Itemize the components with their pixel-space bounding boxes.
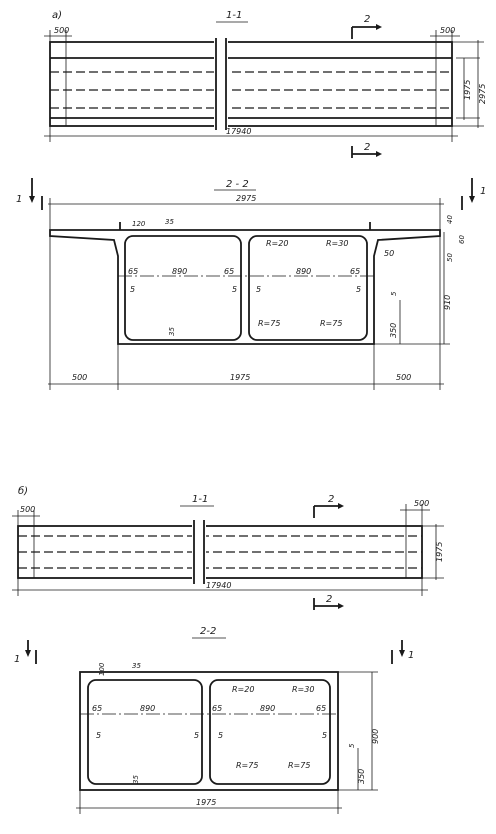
cut-mark-1-left-b: 1 — [14, 654, 20, 665]
dim-height-b: 1975 — [435, 542, 444, 562]
corner-radius-75-a-b: R=75 — [236, 761, 258, 770]
beam-outline-a — [49, 41, 453, 127]
dim-length-b: 17940 — [206, 581, 231, 590]
corner-radius-30-b: R=30 — [292, 685, 314, 694]
break-gap — [214, 38, 228, 130]
title-section-1-1: 1-1 — [226, 10, 242, 21]
dim-height-total: 910 — [443, 295, 452, 310]
box-section-outline — [79, 671, 339, 791]
dim-right-5: 5 — [390, 291, 398, 296]
label-part-a: а) — [52, 10, 62, 21]
part-a-plan: а) 1-1 500 500 2 2 — [44, 10, 487, 158]
dim-side-5-d-b: 5 — [322, 731, 327, 740]
dim-top-35: 35 — [165, 218, 174, 226]
dim-height-inner: 1975 — [463, 80, 472, 100]
label-part-b: б) — [18, 485, 28, 497]
dim-length-a: 17940 — [226, 127, 251, 136]
dim-side-5-a-b: 5 — [96, 731, 101, 740]
cell-right — [248, 235, 368, 341]
cut-mark-1-left: 1 — [16, 194, 22, 205]
cut-mark-2-top-b: 2 — [328, 494, 334, 505]
dim-height-350-b: 350 — [357, 769, 366, 784]
dim-wall-mid-b: 65 — [212, 704, 222, 713]
dim-height-350: 350 — [389, 323, 398, 338]
dim-side-5-b-b: 5 — [194, 731, 199, 740]
dim-wall-left: 65 — [128, 267, 138, 276]
dim-wall-right: 65 — [350, 267, 360, 276]
corner-radius-20: R=20 — [266, 239, 288, 248]
dim-cell-left-b: 890 — [140, 704, 155, 713]
cut-mark-2-top: 2 — [364, 14, 370, 25]
arrow-head — [399, 650, 405, 657]
cell-left-b — [87, 679, 203, 785]
dim-wall-mid: 65 — [224, 267, 234, 276]
dim-right-5-b: 5 — [348, 743, 356, 748]
arrow-head — [338, 603, 344, 609]
dim-cell-left: 890 — [172, 267, 187, 276]
dim-right-lower-50: 50 — [446, 253, 454, 262]
dim-wall-left-b: 65 — [92, 704, 102, 713]
title-section-2-2-b: 2-2 — [200, 626, 216, 637]
arrow-head — [25, 650, 31, 657]
arrow-head — [376, 151, 382, 157]
dim-wall-right-b: 65 — [316, 704, 326, 713]
part-b-section: 2-2 1 1 100 35 65 890 65 890 65 R=20 R=3… — [14, 626, 414, 814]
dim-side-5-d: 5 — [356, 285, 361, 294]
corner-radius-30: R=30 — [326, 239, 348, 248]
dim-bottom-35: 35 — [168, 327, 176, 336]
dim-left-overhang: 500 — [72, 373, 87, 382]
break-gap — [192, 520, 206, 584]
corner-radius-20-b: R=20 — [232, 685, 254, 694]
arrow-head — [469, 196, 475, 203]
dim-end-left-b: 500 — [20, 505, 35, 514]
dim-overall-width: 2975 — [236, 194, 256, 203]
dim-cell-right-b: 890 — [260, 704, 275, 713]
dim-end-right-b: 500 — [414, 499, 429, 508]
dim-cell-right: 890 — [296, 267, 311, 276]
cut-mark-1-right-b: 1 — [408, 650, 414, 661]
cut-mark-2-bottom-b: 2 — [326, 594, 332, 605]
dim-right-60: 60 — [458, 235, 466, 244]
part-a-section: 2 - 2 1 1 2975 120 35 65 890 65 890 65 — [16, 178, 486, 390]
corner-radius-75-b-b: R=75 — [288, 761, 310, 770]
corner-radius-75-b: R=75 — [320, 319, 342, 328]
dim-right-40: 40 — [446, 215, 454, 224]
dim-bottom-width: 1975 — [230, 373, 250, 382]
dim-height-outer: 2975 — [478, 84, 487, 104]
box-girder-outline — [49, 229, 441, 345]
corner-radius-75-a: R=75 — [258, 319, 280, 328]
cut-mark-2-bottom: 2 — [364, 142, 370, 153]
dim-bottom-35-b: 35 — [132, 775, 140, 784]
title-section-1-1-b: 1-1 — [192, 494, 208, 505]
dim-right-50: 50 — [384, 249, 394, 258]
part-b-plan: б) 1-1 500 500 2 2 17940 19 — [12, 485, 444, 610]
cell-right-b — [209, 679, 331, 785]
dim-top-left: 120 — [132, 220, 146, 228]
arrow-head — [338, 503, 344, 509]
arrow-head — [376, 24, 382, 30]
arrow-head — [29, 196, 35, 203]
dim-height-total-b: 900 — [371, 729, 380, 744]
dim-right-overhang: 500 — [396, 373, 411, 382]
dim-top-100: 100 — [98, 662, 106, 676]
dim-side-5-c: 5 — [256, 285, 261, 294]
cell-left — [124, 235, 242, 341]
dim-top-35-b: 35 — [132, 662, 141, 670]
dim-side-5-c-b: 5 — [218, 731, 223, 740]
dim-end-left: 500 — [54, 26, 69, 35]
cut-mark-1-right: 1 — [480, 186, 486, 197]
dim-side-5-b: 5 — [232, 285, 237, 294]
dim-end-right: 500 — [440, 26, 455, 35]
dim-side-5-a: 5 — [130, 285, 135, 294]
title-section-2-2: 2 - 2 — [226, 179, 249, 190]
dim-bottom-width-b: 1975 — [196, 798, 216, 807]
